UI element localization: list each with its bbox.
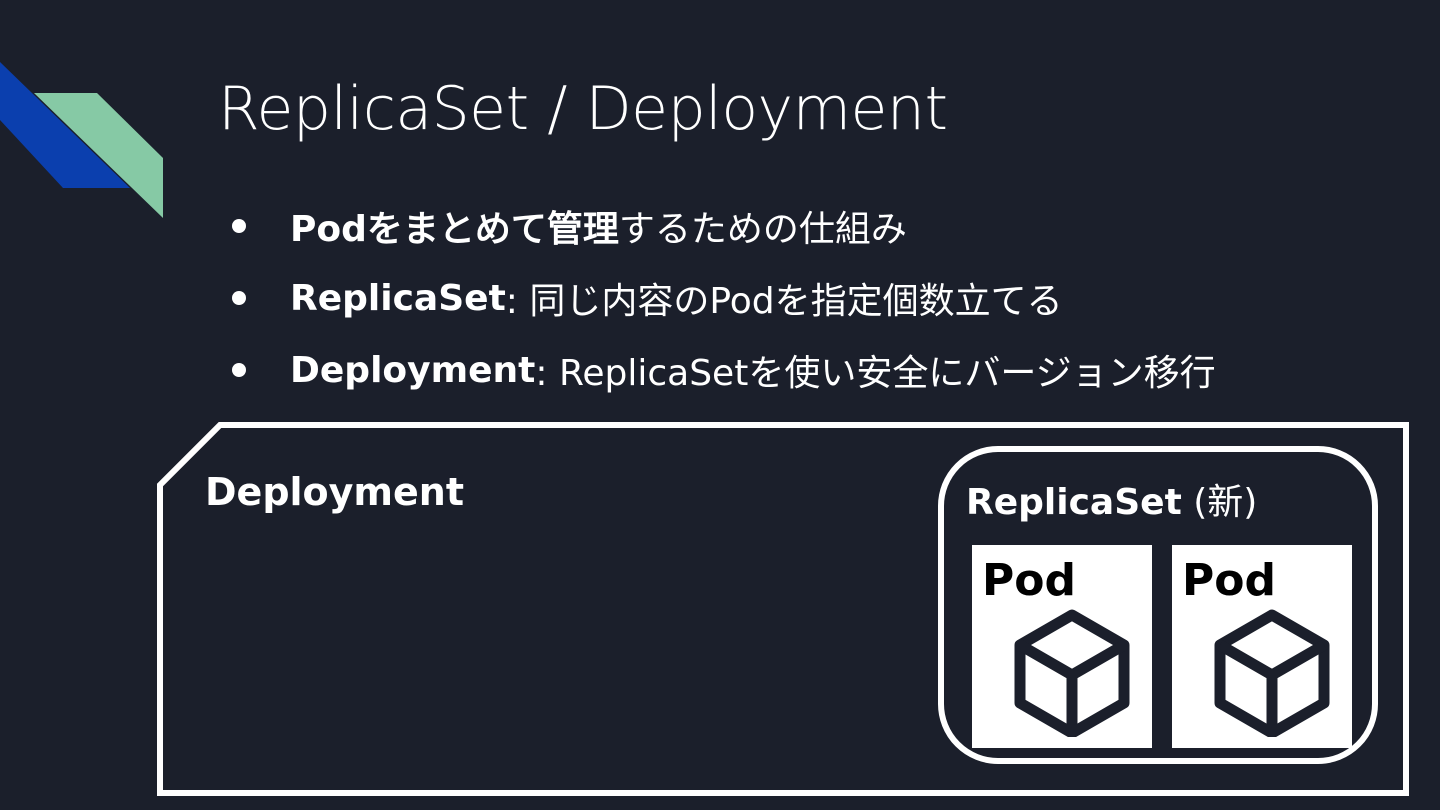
bullet-dot-icon xyxy=(232,291,246,305)
pod-label: Pod xyxy=(1182,555,1276,606)
bullet-item-deployment: Deployment: ReplicaSetを使い安全にバージョン移行 xyxy=(232,334,1216,406)
bullet-list: Podをまとめて管理するための仕組み ReplicaSet: 同じ内容のPodを… xyxy=(232,190,1216,406)
slide-title: ReplicaSet / Deployment xyxy=(218,74,948,144)
deployment-label: Deployment xyxy=(205,470,465,514)
cube-icon xyxy=(1014,609,1130,737)
pod-label: Pod xyxy=(982,555,1076,606)
corner-accent-shape xyxy=(0,62,163,218)
accent-blue-stripe xyxy=(0,62,130,188)
bullet-text: : 同じ内容のPodを指定個数立てる xyxy=(505,281,1063,322)
accent-green-stripe xyxy=(34,93,163,218)
bullet-strong-text: Deployment xyxy=(290,349,536,391)
cube-icon xyxy=(1214,609,1330,737)
bullet-strong-text: Podをまとめて管理 xyxy=(290,209,619,250)
replicaset-label-name: ReplicaSet xyxy=(966,482,1182,523)
bullet-text: : ReplicaSetを使い安全にバージョン移行 xyxy=(535,353,1216,394)
pod-card: Pod xyxy=(1172,545,1352,748)
bullet-item-replicaset: ReplicaSet: 同じ内容のPodを指定個数立てる xyxy=(232,262,1216,334)
bullet-strong-text: ReplicaSet xyxy=(290,277,506,319)
bullet-text: するための仕組み xyxy=(618,209,907,250)
pod-card: Pod xyxy=(972,545,1152,748)
bullet-dot-icon xyxy=(232,363,246,377)
bullet-item-pod-management: Podをまとめて管理するための仕組み xyxy=(232,190,1216,262)
replicaset-label-suffix: (新) xyxy=(1181,482,1258,523)
replicaset-label: ReplicaSet (新) xyxy=(966,473,1257,525)
replicaset-box xyxy=(938,446,1378,764)
bullet-dot-icon xyxy=(232,219,246,233)
